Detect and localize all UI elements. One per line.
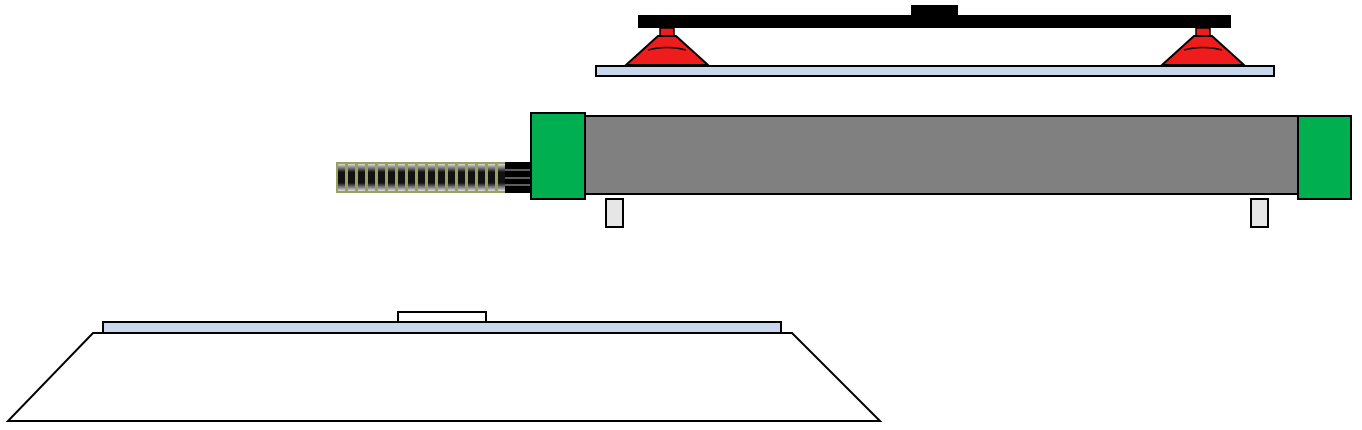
gripper-assembly: [595, 5, 1275, 77]
gripper-bar: [638, 15, 1231, 28]
rod-thread: [488, 164, 495, 191]
base-plate: [102, 321, 782, 334]
rod-thread: [498, 164, 505, 191]
cylinder-body: [584, 115, 1299, 195]
rod-thread: [458, 164, 465, 191]
rod-thread: [388, 164, 395, 191]
rod-end: [505, 162, 531, 193]
rod-thread: [378, 164, 385, 191]
base-platform: [5, 311, 883, 422]
rod-thread: [398, 164, 405, 191]
base-tab: [397, 311, 487, 323]
rod-thread: [408, 164, 415, 191]
rod-thread: [368, 164, 375, 191]
rod-thread: [468, 164, 475, 191]
cylinder-foot-right: [1250, 198, 1269, 228]
pneumatic-cylinder: [336, 112, 1352, 228]
rod-thread: [448, 164, 455, 191]
suction-cup-right: [1159, 27, 1247, 66]
held-plate: [595, 65, 1275, 77]
base-trapezoid: [5, 332, 883, 422]
cylinder-cap-right: [1297, 115, 1352, 200]
rod-thread: [348, 164, 355, 191]
cylinder-cap-left: [530, 112, 586, 200]
rod-thread: [338, 164, 345, 191]
suction-cup-left: [623, 27, 711, 66]
rod-thread: [438, 164, 445, 191]
gripper-knob: [911, 5, 958, 16]
cylinder-foot-left: [605, 198, 624, 228]
rod-thread: [418, 164, 425, 191]
threaded-rod: [336, 162, 505, 193]
rod-thread: [428, 164, 435, 191]
rod-thread: [358, 164, 365, 191]
rod-thread: [478, 164, 485, 191]
